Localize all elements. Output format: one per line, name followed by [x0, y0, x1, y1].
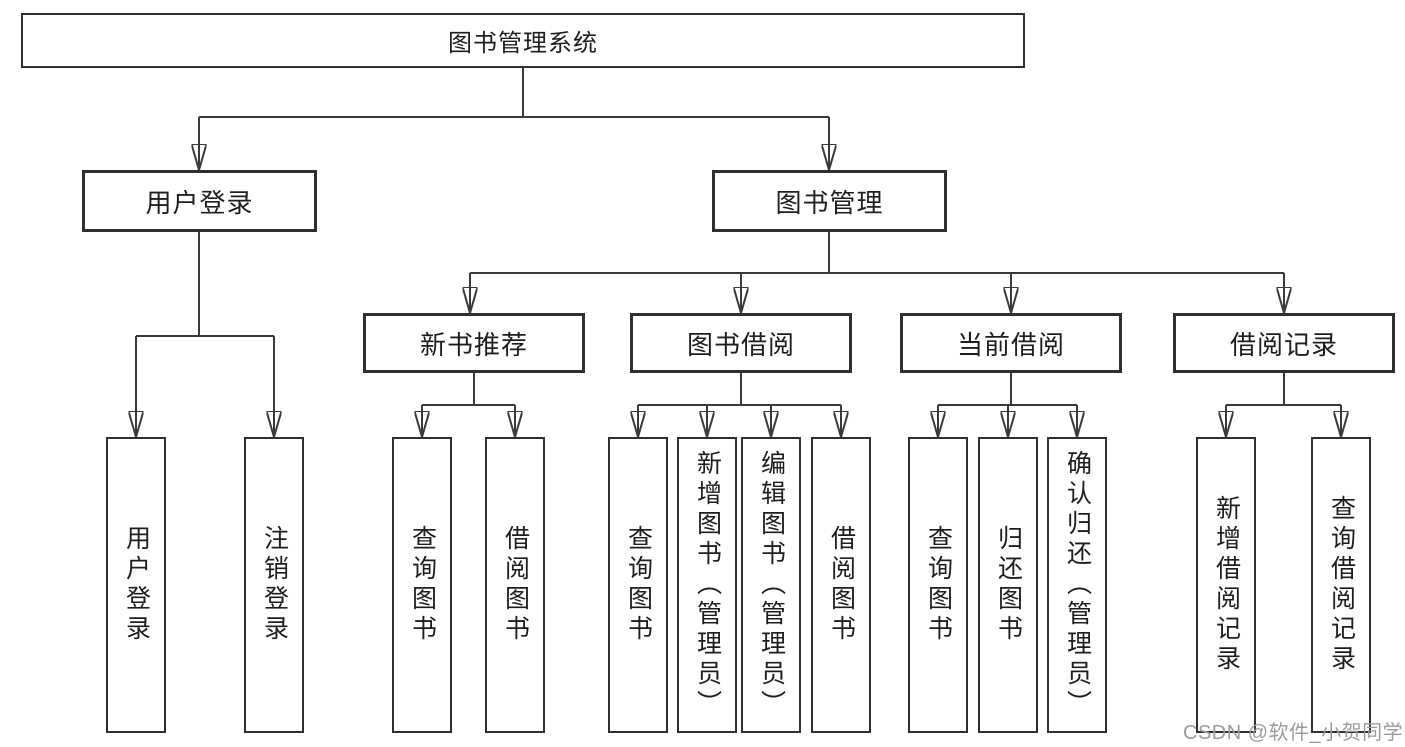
- node-label: 当前借阅: [956, 329, 1065, 360]
- connector-borrow-records-rail: [1226, 373, 1341, 406]
- connector-user-login-rail: [136, 232, 274, 337]
- leaf-cb-confirm-return-admin: 确认归还（管理员）: [1047, 437, 1107, 733]
- leaf-user-login: 用户登录: [106, 437, 166, 733]
- node-label: 确认归还（管理员）: [1063, 450, 1092, 720]
- leaf-cb-return-books: 归还图书: [978, 437, 1038, 733]
- node-label: 用户登录: [122, 525, 151, 645]
- connector-new-book-rec-rail: [422, 373, 515, 406]
- leaf-rec-borrow-books: 借阅图书: [485, 437, 545, 733]
- node-label: 图书借阅: [686, 329, 795, 360]
- watermark-text: CSDN @软件_小贺同学: [1183, 722, 1404, 744]
- leaf-bb-query-books: 查询图书: [608, 437, 668, 733]
- leaf-logout: 注销登录: [244, 437, 304, 733]
- leaf-bb-edit-books-admin: 编辑图书（管理员）: [741, 437, 801, 733]
- node-label: 查询图书: [408, 525, 437, 645]
- connector-root-rail: [199, 68, 829, 118]
- node-label: 编辑图书（管理员）: [757, 450, 786, 720]
- node-label: 借阅图书: [501, 525, 530, 645]
- node-label: 查询图书: [924, 525, 953, 645]
- node-label: 借阅图书: [827, 525, 856, 645]
- node-label: 新书推荐: [419, 329, 528, 360]
- node-label: 新增借阅记录: [1212, 495, 1241, 675]
- leaf-cb-query-books: 查询图书: [908, 437, 968, 733]
- node-label: 注销登录: [260, 525, 289, 645]
- node-new-book-recommendation: 新书推荐: [363, 313, 585, 373]
- node-label: 用户登录: [145, 187, 254, 218]
- node-label: 图书管理: [775, 187, 884, 218]
- node-label: 归还图书: [994, 525, 1023, 645]
- node-label: 查询借阅记录: [1327, 495, 1356, 675]
- leaf-br-add-record: 新增借阅记录: [1196, 437, 1256, 733]
- node-borrowing-records: 借阅记录: [1173, 313, 1395, 373]
- node-current-borrowing: 当前借阅: [900, 313, 1122, 373]
- leaf-rec-query-books: 查询图书: [392, 437, 452, 733]
- connector-book-mgmt-rail: [470, 232, 1284, 274]
- node-label: 图书管理系统: [448, 30, 598, 57]
- connector-current-borrow-rail: [938, 373, 1077, 406]
- leaf-bb-add-books-admin: 新增图书（管理员）: [677, 437, 737, 733]
- node-library-management-system: 图书管理系统: [21, 13, 1025, 68]
- leaf-br-query-record: 查询借阅记录: [1311, 437, 1371, 733]
- node-book-borrowing: 图书借阅: [630, 313, 852, 373]
- node-book-management: 图书管理: [712, 170, 947, 232]
- node-user-login: 用户登录: [82, 170, 317, 232]
- node-label: 查询图书: [624, 525, 653, 645]
- connector-book-borrow-rail: [638, 373, 841, 406]
- leaf-bb-borrow-books: 借阅图书: [811, 437, 871, 733]
- node-label: 借阅记录: [1229, 329, 1338, 360]
- node-label: 新增图书（管理员）: [693, 450, 722, 720]
